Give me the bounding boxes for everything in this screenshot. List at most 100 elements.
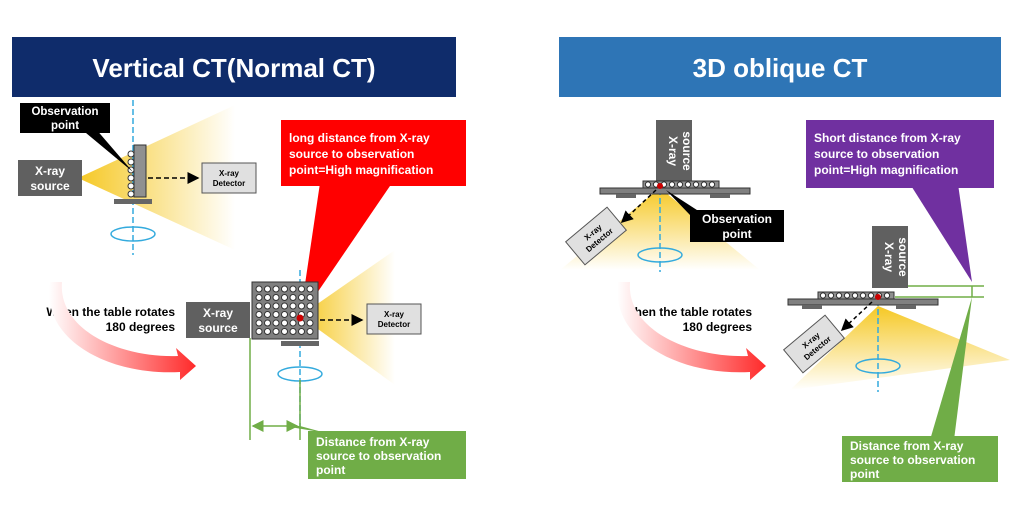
sample-ball <box>306 285 314 293</box>
sample-ball <box>289 302 297 310</box>
rotate-note-line1: When the table rotates <box>46 305 175 319</box>
sample-ball <box>644 181 652 188</box>
sample-ball <box>676 181 684 188</box>
rotated-detector-line2: Detector <box>378 320 410 329</box>
sample-ball <box>289 311 297 318</box>
green-callout-line2: source to observation <box>316 449 441 463</box>
sample-ball <box>835 292 843 299</box>
rotated-stage-foot-right <box>896 305 916 309</box>
stage-base <box>114 199 152 204</box>
oblique-green-callout-line3: point <box>850 467 879 481</box>
red-callout-box <box>281 120 466 186</box>
sample-ball <box>668 181 676 188</box>
rotated-source-line2: source <box>198 321 238 335</box>
xray-detector-line1: X-ray <box>219 169 240 178</box>
sample-ball <box>298 302 305 310</box>
green-callout-line1: Distance from X-ray <box>316 435 430 449</box>
purple-callout-box <box>806 120 994 188</box>
sample-ball <box>298 294 305 301</box>
sample-ball <box>306 294 314 301</box>
oblique-rotated-observation-marker <box>875 294 881 300</box>
sample-ball <box>255 302 263 310</box>
rotated-source-line1: X-ray <box>203 306 233 320</box>
left-title-bar <box>12 37 456 97</box>
sample-ball <box>289 294 297 301</box>
red-callout-pointer <box>300 183 392 318</box>
sample-ball <box>264 319 271 327</box>
xray-detector-line2: Detector <box>213 179 245 188</box>
sample-ball <box>272 319 280 327</box>
oblique-rotated-stage <box>787 298 939 306</box>
oblique-detector: X-ray Detector <box>564 206 628 266</box>
oblique-rotated-detector: X-ray Detector <box>782 314 846 374</box>
xray-beam-rotated <box>300 250 395 385</box>
red-callout-line2: source to observation <box>289 147 414 161</box>
stage-foot-left <box>616 194 636 198</box>
sample-ball <box>289 319 297 327</box>
sample-ball <box>289 328 297 335</box>
observation-label-line2: point <box>51 120 79 132</box>
sample-ball <box>255 294 263 301</box>
oblique-observation-pointer <box>666 190 700 215</box>
green-callout-line3: point <box>316 463 345 477</box>
oblique-sample-balls <box>644 181 716 188</box>
sample-ball <box>827 292 835 299</box>
sample-ball <box>264 311 271 318</box>
sample-ball <box>264 302 271 310</box>
green-callout-box <box>308 431 466 479</box>
xray-beam-oblique-rotated <box>790 306 1010 390</box>
sample-ball <box>883 292 891 299</box>
oblique-source-box <box>656 120 692 182</box>
right-panel: 3D oblique CT X-ray source Observation p… <box>559 37 1010 482</box>
sample-ball <box>298 328 305 335</box>
rotate-note-line2: 180 degrees <box>106 320 176 334</box>
sample-ball <box>306 319 314 327</box>
stage-foot-right <box>710 194 730 198</box>
oblique-source-line1: X-ray <box>666 136 680 166</box>
sample-ball <box>255 319 263 327</box>
sample-ball <box>708 181 716 188</box>
oblique-source-line2: source <box>680 131 694 171</box>
purple-callout-line2: source to observation <box>814 147 939 161</box>
sample-ball <box>281 302 288 310</box>
left-title: Vertical CT(Normal CT) <box>92 53 375 83</box>
rotated-detector-line1: X-ray <box>384 310 405 319</box>
sample-ball <box>867 292 875 299</box>
sample-ball <box>272 302 280 310</box>
sample-ball <box>306 311 314 318</box>
sample-ball <box>272 311 280 318</box>
stage-base-rotated <box>281 341 319 346</box>
oblique-green-callout-box <box>842 436 998 482</box>
oblique-observation-line1: Observation <box>702 212 772 226</box>
oblique-rotation-arrow <box>617 282 766 380</box>
xray-detector-box <box>201 162 257 194</box>
sample-ball <box>306 328 314 335</box>
oblique-rotation-ring <box>637 247 683 263</box>
sample-ball <box>264 285 271 293</box>
rotation-arrow <box>49 282 196 380</box>
sample-ball <box>281 319 288 327</box>
oblique-green-callout-pointer <box>930 297 972 440</box>
sample-ball <box>272 294 280 301</box>
left-panel: Vertical CT(Normal CT) Observation point… <box>12 37 466 479</box>
rotation-ring <box>110 226 156 242</box>
oblique-observation-box <box>690 210 784 242</box>
oblique-observation-line2: point <box>722 227 751 241</box>
rotated-source-box <box>186 302 250 338</box>
sample-plate <box>133 144 147 198</box>
oblique-rotated-rotation-ring <box>855 358 901 374</box>
sample-ball <box>692 181 700 188</box>
observation-point-marker <box>296 314 304 322</box>
sample-ball <box>264 294 271 301</box>
purple-callout-line1: Short distance from X-ray <box>814 131 961 145</box>
xray-source-box <box>18 160 82 196</box>
rotated-detector-box <box>366 303 422 335</box>
sample-ball <box>281 285 288 293</box>
observation-label-box <box>20 103 110 133</box>
oblique-rotated-source-box <box>872 226 908 288</box>
sample-ball <box>289 285 297 293</box>
right-title-bar <box>559 37 1001 97</box>
sample-ball <box>255 328 263 335</box>
sample-ball <box>272 285 280 293</box>
